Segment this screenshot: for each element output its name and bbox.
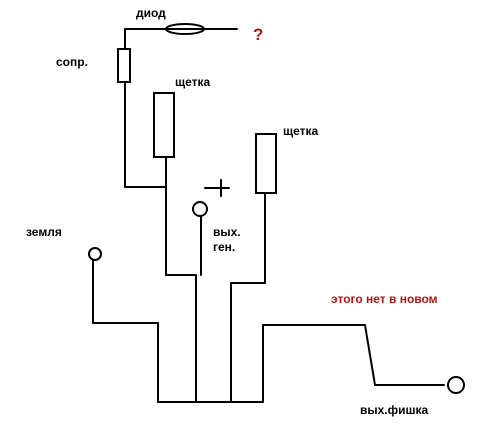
diode-label: диод: [136, 6, 166, 20]
ground-label: земля: [26, 225, 62, 239]
gen-output-label-line-2: ген.: [213, 240, 235, 254]
wire-ground-rail: [92, 259, 445, 403]
plus-mark: [204, 179, 230, 197]
question-mark: ?: [253, 25, 263, 44]
not-in-new-note: этого нет в новом: [331, 292, 438, 306]
wires: [92, 28, 445, 403]
plug-output-label: вых.фишка: [360, 403, 429, 417]
labels: диод ? сопр. щетка щетка земля вых. ген.…: [26, 6, 438, 417]
wire-brush-1-main: [165, 156, 197, 403]
components: [88, 23, 465, 394]
brush-2-label: щетка: [283, 124, 319, 138]
ground-terminal: [88, 247, 102, 261]
brush-2-symbol: [255, 133, 277, 194]
resistor-label: сопр.: [56, 55, 88, 69]
plug-output-terminal: [447, 376, 465, 394]
wire-brush-2-main: [230, 192, 266, 402]
wire-diode-to-resistor: [124, 28, 238, 51]
brush-1-label: щетка: [175, 75, 211, 89]
brush-1-symbol: [153, 92, 175, 158]
gen-output-label-line-1: вых.: [213, 225, 241, 239]
resistor-symbol: [117, 48, 131, 83]
gen-output-terminal: [192, 201, 208, 217]
wire-resistor-to-junction: [124, 81, 167, 188]
